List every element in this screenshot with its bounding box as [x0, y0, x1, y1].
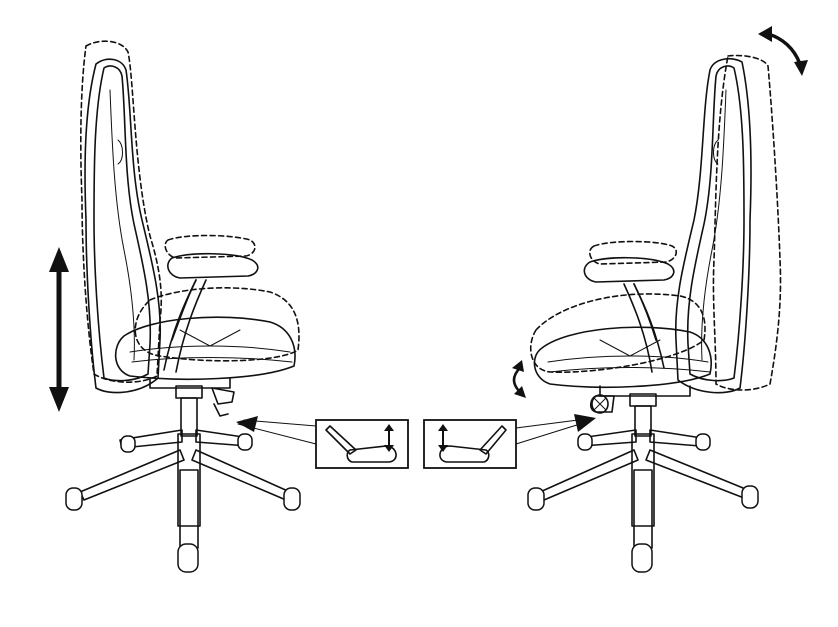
right-pointer-arrow-icon — [515, 414, 596, 445]
height-arrow-icon — [49, 247, 69, 412]
left-armrest — [163, 252, 259, 373]
right-base — [527, 429, 759, 573]
lever-up-down-icon — [384, 424, 394, 452]
lever-up-down-icon — [438, 424, 448, 452]
seat-tilt-arrow-icon — [512, 360, 526, 398]
right-lever-detail-box — [423, 419, 517, 469]
left-base — [65, 429, 301, 573]
left-armrest-dashed-outline — [164, 234, 256, 259]
left-seat — [114, 316, 296, 380]
right-chair — [512, 26, 808, 573]
left-backrest — [84, 58, 162, 394]
right-gas-lift — [631, 405, 655, 527]
left-backrest-dashed-outline — [80, 40, 163, 383]
backrest-tilt-arrow-icon — [758, 26, 808, 76]
right-seat-dashed-outline — [529, 293, 706, 373]
caster-icon — [527, 433, 759, 573]
right-backrest-dashed-outline — [712, 54, 782, 391]
left-gas-lift — [177, 397, 201, 527]
caster-icon — [65, 433, 301, 573]
right-mechanism — [589, 385, 691, 414]
left-pointer-arrow-icon — [236, 416, 317, 445]
left-lever-detail-box — [315, 419, 409, 469]
left-seat-dashed-outline — [134, 287, 300, 362]
right-armrest-dashed-outline — [588, 240, 678, 265]
right-armrest — [583, 256, 675, 373]
right-seat — [533, 326, 712, 388]
left-chair — [49, 40, 301, 573]
right-backrest — [674, 57, 752, 394]
left-mechanism — [149, 377, 235, 417]
